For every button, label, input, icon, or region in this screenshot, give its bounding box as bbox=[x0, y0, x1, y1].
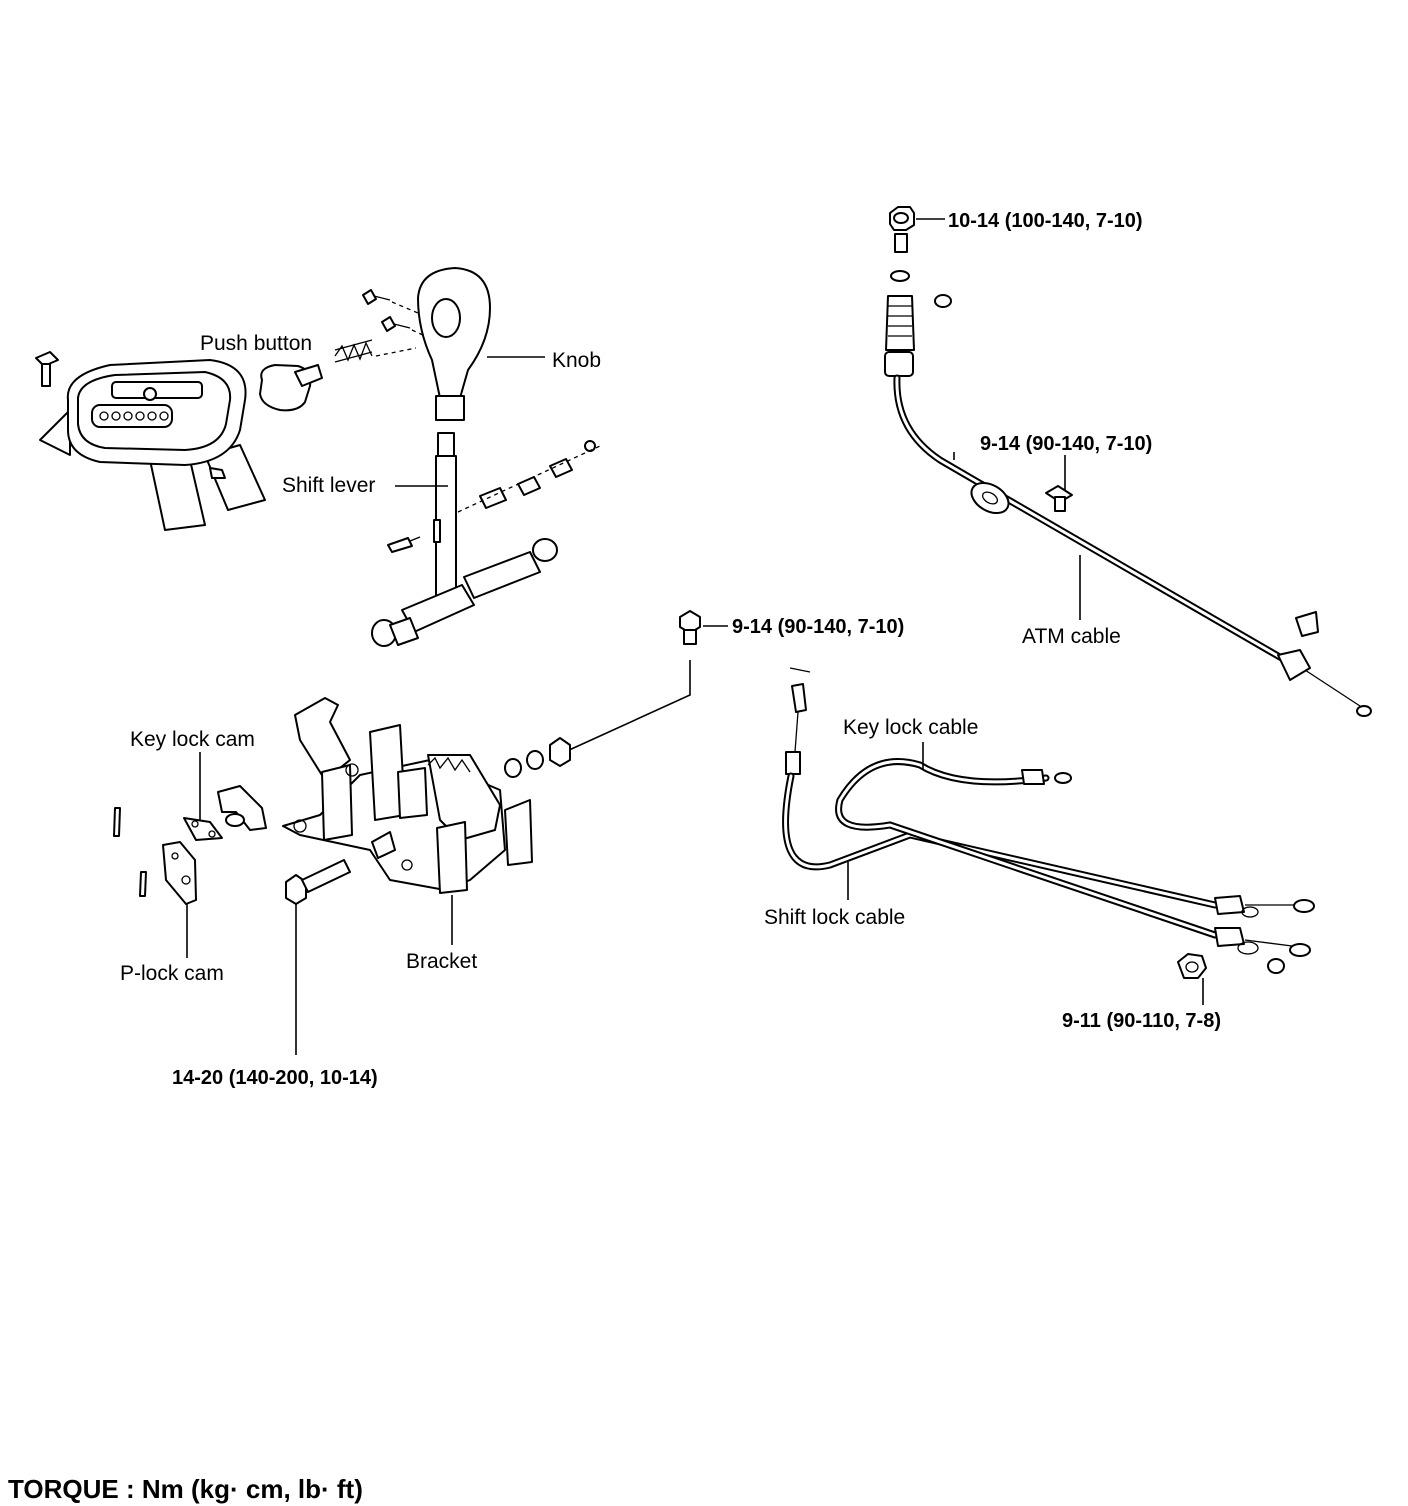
cotter-pin-icon bbox=[113, 807, 147, 897]
panel-bolt-icon bbox=[35, 351, 59, 387]
knob-part bbox=[417, 267, 491, 421]
key-lock-cable-label: Key lock cable bbox=[843, 716, 978, 739]
key-lock-cam-label: Key lock cam bbox=[130, 728, 255, 751]
knob-label: Knob bbox=[552, 349, 601, 372]
shift-lock-cable-part bbox=[782, 667, 1315, 918]
shift-lever-part bbox=[433, 432, 457, 599]
torque-cable-top-nut-label: 10-14 (100-140, 7-10) bbox=[948, 210, 1143, 232]
bracket-part bbox=[282, 697, 533, 894]
bracket-nut-icon bbox=[504, 737, 571, 778]
leader-lines bbox=[186, 218, 1204, 1055]
shift-lock-nut-icon bbox=[1177, 953, 1207, 979]
p-lock-cam-part bbox=[162, 841, 197, 905]
push-button-label: Push button bbox=[200, 332, 312, 355]
torque-bracket-bolt-label: 9-14 (90-140, 7-10) bbox=[732, 616, 904, 638]
spring-icon bbox=[334, 339, 373, 363]
pivot-sleeve-part bbox=[371, 538, 558, 647]
torque-units-footer: TORQUE : Nm (kg· cm, lb· ft) bbox=[8, 1474, 363, 1504]
bushing-icon bbox=[457, 440, 601, 513]
cable-bracket-bolt-icon bbox=[1045, 485, 1073, 512]
torque-lever-pivot-bolt-label: 14-20 (140-200, 10-14) bbox=[172, 1067, 378, 1089]
torque-shift-lock-nut-label: 9-11 (90-110, 7-8) bbox=[1062, 1010, 1221, 1032]
push-button-part bbox=[259, 364, 323, 412]
key-lock-cam-part bbox=[183, 785, 267, 841]
shift-indicator-panel bbox=[39, 359, 266, 531]
pivot-pin-icon bbox=[387, 536, 421, 553]
torque-cable-bracket-bolt-label: 9-14 (90-140, 7-10) bbox=[980, 433, 1152, 455]
shift-lock-cable-label: Shift lock cable bbox=[764, 906, 905, 929]
atm-cable-part bbox=[893, 374, 1372, 717]
bracket-label: Bracket bbox=[406, 950, 477, 973]
cable-top-nut-icon bbox=[884, 206, 952, 377]
knob-screw-icon bbox=[362, 289, 411, 332]
p-lock-cam-label: P-lock cam bbox=[120, 962, 224, 985]
lever-pivot-bolt-icon bbox=[285, 859, 351, 905]
bracket-bolt-icon bbox=[679, 610, 701, 645]
shift-lever-label: Shift lever bbox=[282, 474, 375, 497]
key-lock-cable-part bbox=[835, 758, 1311, 974]
atm-cable-label: ATM cable bbox=[1022, 625, 1121, 648]
